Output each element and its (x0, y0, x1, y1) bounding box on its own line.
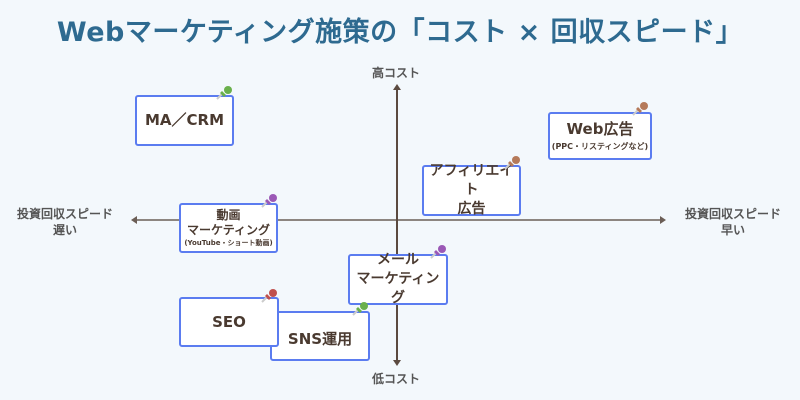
pushpin-icon (430, 245, 446, 259)
card-video-marketing: 動画 マーケティング (YouTube・ショート動画) (179, 203, 278, 253)
axis-label-fast-line1: 投資回収スピード (684, 207, 781, 221)
card-label-line1: 動画 (216, 207, 241, 222)
card-label-line1: アフィリエイト (429, 163, 514, 198)
card-label: MA／CRM (144, 111, 225, 129)
arrow-up-icon (393, 84, 401, 90)
vertical-axis (396, 88, 398, 362)
axis-label-slow-line2: 遅い (52, 223, 77, 237)
pushpin-icon (352, 302, 368, 316)
axis-label-high-cost: 高コスト (371, 66, 420, 80)
card-sublabel: (PPC・リスティングなど) (551, 142, 649, 151)
axis-label-fast-payback: 投資回収スピード 早い (668, 206, 798, 238)
horizontal-axis (136, 219, 662, 221)
card-label: SNS運用 (287, 329, 353, 348)
card-seo: SEO (179, 297, 279, 347)
pushpin-icon (261, 289, 277, 303)
pushpin-icon (504, 156, 520, 170)
pushpin-icon (216, 86, 232, 100)
arrow-down-icon (393, 360, 401, 366)
card-sns: SNS運用 (270, 311, 370, 361)
arrow-right-icon (660, 216, 666, 224)
axis-label-fast-line2: 早い (720, 223, 745, 237)
card-label-line2: マーケティング (356, 271, 440, 306)
card-email-marketing: メール マーケティング (348, 252, 448, 306)
card-label: Web広告 (566, 120, 634, 138)
axis-label-slow-payback: 投資回収スピード 遅い (0, 206, 130, 238)
card-affiliate: アフィリエイト 広告 (422, 163, 521, 217)
pushpin-icon (632, 102, 648, 116)
pushpin-icon (261, 194, 277, 208)
card-ma-crm: MA／CRM (135, 95, 234, 146)
card-label-line2: 広告 (457, 201, 486, 217)
card-sublabel: (YouTube・ショート動画) (184, 238, 273, 247)
card-web-ads: Web広告 (PPC・リスティングなど) (548, 112, 652, 160)
card-label: SEO (212, 312, 246, 331)
axis-label-low-cost: 低コスト (371, 372, 420, 386)
card-label-line1: メール (377, 252, 419, 268)
card-label-line2: マーケティング (186, 222, 271, 237)
axis-label-slow-line1: 投資回収スピード (16, 207, 113, 221)
arrow-left-icon (131, 216, 137, 224)
diagram-title: Webマーケティング施策の「コスト × 回収スピード」 (56, 17, 744, 48)
